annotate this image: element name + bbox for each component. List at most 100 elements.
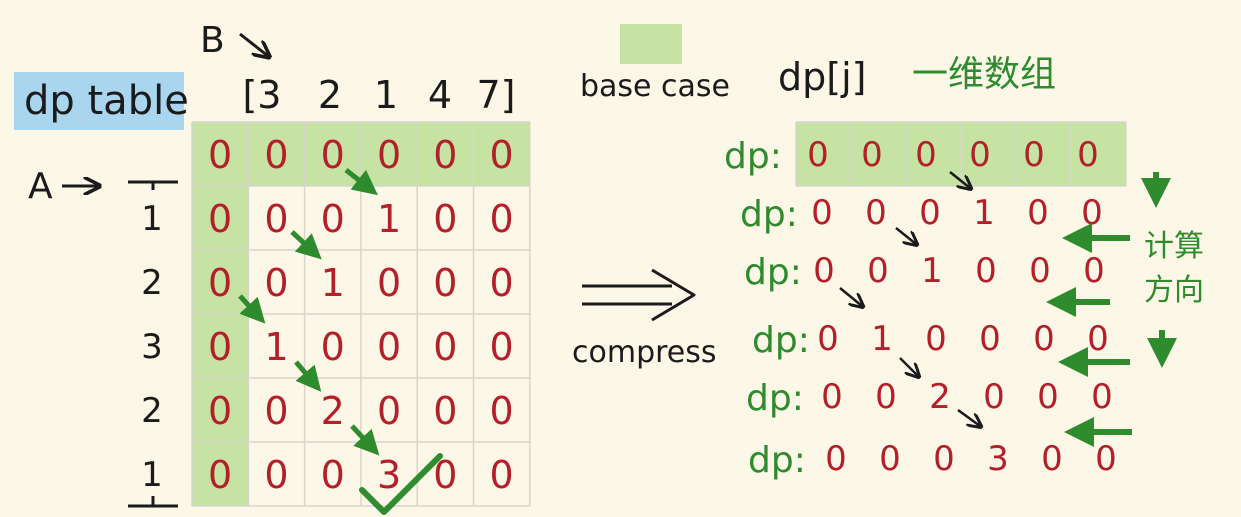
- dp-row-value: 1: [871, 319, 893, 359]
- dp-cell: 0: [433, 197, 457, 241]
- dp-cell: 0: [433, 389, 457, 433]
- dp-cell: 0: [208, 389, 232, 433]
- small-arrow-3: [839, 287, 862, 306]
- array-a-value: 1: [141, 455, 163, 495]
- dp-cell: 0: [377, 261, 401, 305]
- dp-row-value: 0: [1095, 439, 1117, 479]
- b-label: B: [200, 20, 225, 61]
- dp-base-row-grid: [795, 121, 1127, 187]
- compress-label: compress: [572, 335, 717, 370]
- dp-cell: 0: [264, 389, 288, 433]
- dp-cell: 0: [490, 261, 514, 305]
- dp-cell: 0: [208, 325, 232, 369]
- dp-cell: 0: [208, 133, 232, 177]
- dp-row-value: 0: [1083, 251, 1105, 291]
- dp-row-value: 0: [1087, 319, 1109, 359]
- array-a-value: 1: [141, 199, 163, 239]
- dp-cell: 0: [433, 133, 457, 177]
- dp-row-value: 0: [1041, 439, 1063, 479]
- diag-arrow-3: [238, 294, 266, 324]
- compress-arrow: [582, 268, 696, 322]
- dp-row-value: 2: [929, 377, 951, 417]
- dp-cell: 0: [321, 133, 345, 177]
- dp-row-value: 0: [1023, 135, 1045, 175]
- dp-row-value: 0: [1029, 251, 1051, 291]
- dp-row-value: 0: [1081, 193, 1103, 233]
- dp-row-value: 0: [1091, 377, 1113, 417]
- diag-arrow-1: [344, 168, 378, 196]
- dp-row-value: 0: [875, 377, 897, 417]
- dp-row-value: 1: [973, 193, 995, 233]
- dp-cell: 0: [264, 133, 288, 177]
- diag-arrow-2: [290, 230, 322, 260]
- dp-row-value: 0: [969, 135, 991, 175]
- dp-row-value: 0: [1027, 193, 1049, 233]
- dp-row-value: 0: [915, 135, 937, 175]
- array-a-value: 3: [141, 327, 163, 367]
- dp-cell: 0: [490, 325, 514, 369]
- dp-row-value: 0: [1033, 319, 1055, 359]
- dp-cell: 0: [321, 325, 345, 369]
- diag-arrow-5: [350, 424, 380, 456]
- array-a-value: 2: [141, 391, 163, 431]
- dp-cell: 3: [377, 453, 401, 497]
- dp-table-label-highlight: [14, 72, 184, 130]
- dp-cell: 0: [208, 197, 232, 241]
- dp-cell: 0: [208, 453, 232, 497]
- base-case-label: base case: [580, 69, 730, 104]
- dp-row-value: 0: [983, 377, 1005, 417]
- dp-cell: 0: [208, 261, 232, 305]
- dp-cell: 0: [490, 133, 514, 177]
- dp-cell: 0: [264, 197, 288, 241]
- b-arrow: [239, 32, 268, 56]
- dp-cell: 0: [377, 389, 401, 433]
- dp-row-value: 0: [821, 377, 843, 417]
- check-mark: [359, 453, 443, 515]
- dp-j-label: dp[j]: [778, 55, 866, 99]
- dp-cell: 0: [377, 325, 401, 369]
- array-b-value: 4: [428, 73, 452, 117]
- one-dim-array-label: 一维数组: [912, 54, 1056, 95]
- dp-row-value: 0: [825, 439, 847, 479]
- dp-row-label: dp:: [740, 194, 798, 235]
- dp-row-label: dp:: [748, 440, 806, 481]
- dp-row-label: dp:: [744, 252, 802, 293]
- dp-row-value: 0: [867, 251, 889, 291]
- array-a-value: 2: [141, 263, 163, 303]
- dp-row-value: 0: [933, 439, 955, 479]
- dp-row-label: dp:: [746, 378, 804, 419]
- dp-row-value: 0: [865, 193, 887, 233]
- dp-row-value: 0: [817, 319, 839, 359]
- array-b-value: 1: [374, 73, 398, 117]
- base-case-swatch: [620, 24, 682, 64]
- dp-row-value: 0: [811, 193, 833, 233]
- small-arrow-5: [957, 408, 980, 426]
- dp-row-value: 0: [813, 251, 835, 291]
- dp-row-value: 0: [919, 193, 941, 233]
- calc-label: 计算: [1144, 229, 1204, 264]
- dp-row-value: 0: [925, 319, 947, 359]
- dp-cell: 0: [264, 453, 288, 497]
- dp-row-value: 0: [1077, 135, 1099, 175]
- dp-row-value: 0: [979, 319, 1001, 359]
- a-label: A: [28, 166, 53, 207]
- array-a: 1 2 3 2 1: [141, 199, 163, 495]
- dp-cell: 0: [490, 197, 514, 241]
- dp-cell: 0: [433, 325, 457, 369]
- small-arrow-4: [899, 357, 918, 376]
- dp-row-value: 0: [807, 135, 829, 175]
- dp-cell: 0: [264, 261, 288, 305]
- dp-row-value: 0: [975, 251, 997, 291]
- array-a-bracket-bottom: [128, 496, 178, 508]
- array-b-value: [3: [242, 73, 281, 117]
- dp-cell: 0: [321, 453, 345, 497]
- direction-label: 方向: [1144, 273, 1204, 308]
- small-arrow-1: [949, 171, 970, 188]
- dp-cell: 0: [321, 197, 345, 241]
- dp-cell: 0: [490, 389, 514, 433]
- dp-cell: 2: [321, 389, 345, 433]
